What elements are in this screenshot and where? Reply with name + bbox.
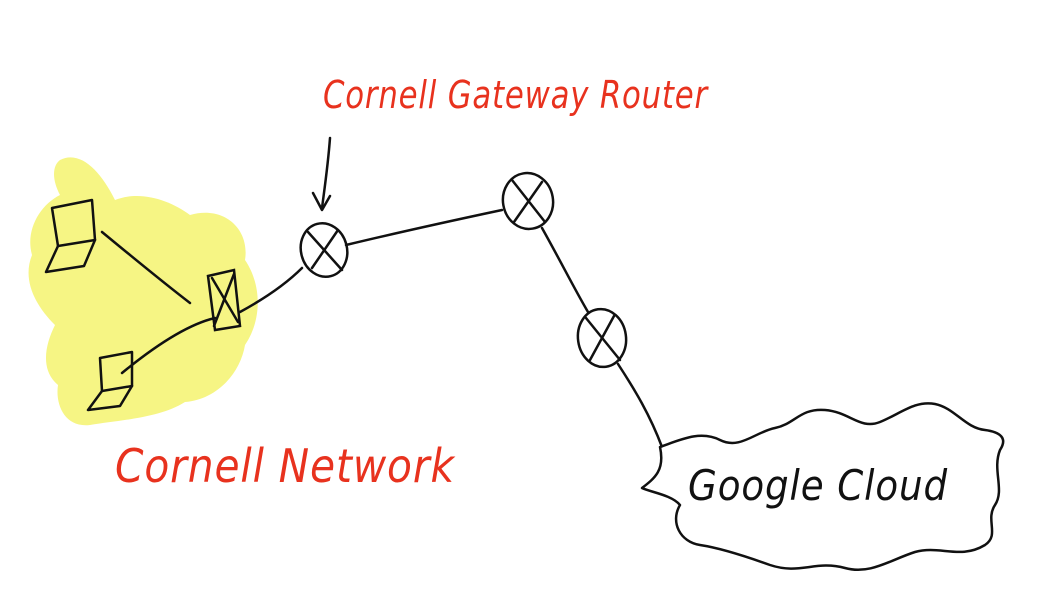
gateway-arrow-icon xyxy=(311,136,332,212)
gateway-router-label: Cornell Gateway Router xyxy=(323,73,709,117)
google-cloud-label: Google Cloud xyxy=(688,461,948,510)
link-host1-switch xyxy=(100,230,192,305)
link-router2-router3 xyxy=(540,226,590,314)
host-laptop-1-icon xyxy=(44,198,97,274)
cornell-network-label: Cornell Network xyxy=(115,439,456,493)
gateway-router-icon xyxy=(299,221,349,279)
cornell-network-highlight xyxy=(28,157,258,426)
link-switch-gateway xyxy=(238,266,304,314)
link-router3-cloud xyxy=(616,362,664,449)
switch-icon xyxy=(206,268,242,332)
link-gateway-router2 xyxy=(344,208,504,247)
host-laptop-2-icon xyxy=(86,350,134,412)
router-3-icon xyxy=(576,307,628,369)
router-2-icon xyxy=(501,171,555,231)
google-cloud-icon xyxy=(640,402,1005,571)
